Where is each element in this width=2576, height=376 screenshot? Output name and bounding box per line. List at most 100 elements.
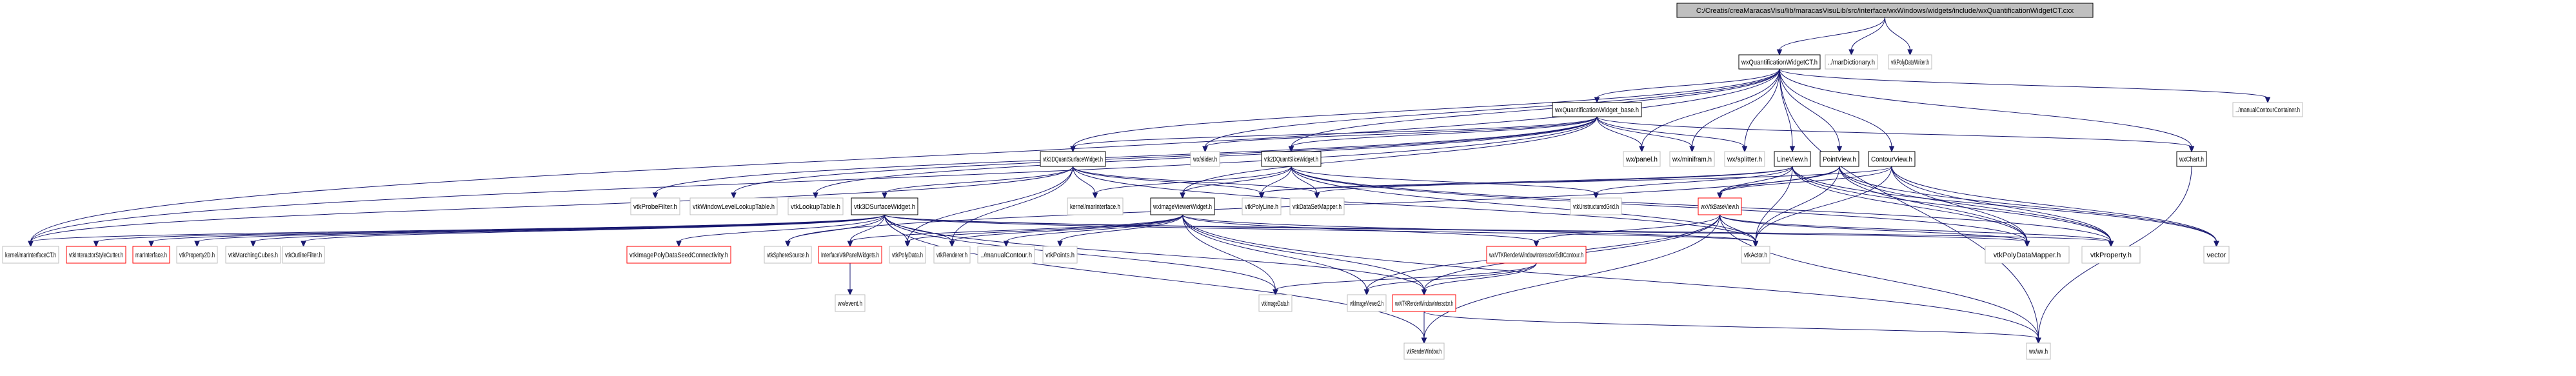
node-box[interactable] bbox=[2026, 342, 2051, 360]
node-v3dqsw[interactable]: vtk3DQuantSurfaceWidget.h bbox=[1040, 151, 1106, 167]
node-box[interactable] bbox=[1392, 294, 1456, 312]
node-vector[interactable]: vector bbox=[2203, 246, 2230, 264]
node-box[interactable] bbox=[933, 246, 971, 264]
node-wxpanel[interactable]: wx/panel.h bbox=[1623, 151, 1661, 167]
node-vtkprobe[interactable]: vtkProbeFilter.h bbox=[630, 197, 680, 215]
node-box[interactable] bbox=[977, 246, 1035, 264]
node-kmarintct[interactable]: kernel/marInterfaceCT.h bbox=[2, 246, 59, 264]
node-v3dsw[interactable]: vtk3DSurfaceWidget.h bbox=[851, 197, 918, 215]
node-contourview[interactable]: ContourView.h bbox=[1868, 151, 1916, 167]
node-box[interactable] bbox=[1570, 197, 1622, 215]
node-box[interactable] bbox=[282, 246, 325, 264]
node-box[interactable] bbox=[1669, 151, 1715, 167]
node-vtkren[interactable]: vtkRenderer.h bbox=[933, 246, 971, 264]
node-box[interactable] bbox=[1738, 54, 1821, 70]
node-vtkrw[interactable]: vtkRenderWindow.h bbox=[1403, 342, 1445, 360]
node-box[interactable] bbox=[1676, 3, 2094, 18]
node-box[interactable] bbox=[1150, 197, 1215, 215]
node-box[interactable] bbox=[225, 246, 281, 264]
node-v2dqsw[interactable]: vtk2DQuantSliceWidget.h bbox=[1261, 151, 1322, 167]
node-kmarint[interactable]: kernel/marInterface.h bbox=[1067, 197, 1124, 215]
node-box[interactable] bbox=[132, 246, 170, 264]
node-box[interactable] bbox=[818, 246, 882, 264]
node-box[interactable] bbox=[1242, 197, 1282, 215]
node-wxwx[interactable]: wx/wx.h bbox=[2026, 342, 2051, 360]
node-mcc[interactable]: ../manualContourContainer.h bbox=[2232, 102, 2303, 117]
node-vtkss[interactable]: vtkSphereSource.h bbox=[764, 246, 812, 264]
node-vtkpolyline[interactable]: vtkPolyLine.h bbox=[1242, 197, 1282, 215]
node-lineview[interactable]: LineView.h bbox=[1774, 151, 1811, 167]
node-box[interactable] bbox=[1819, 151, 1859, 167]
node-box[interactable] bbox=[626, 246, 731, 264]
node-box[interactable] bbox=[1042, 246, 1078, 264]
node-box[interactable] bbox=[1741, 246, 1770, 264]
node-box[interactable] bbox=[1623, 151, 1661, 167]
node-box[interactable] bbox=[1825, 54, 1878, 70]
node-box[interactable] bbox=[1774, 151, 1811, 167]
node-box[interactable] bbox=[2081, 246, 2141, 264]
node-vtkdsm[interactable]: vtkDataSetMapper.h bbox=[1289, 197, 1345, 215]
node-root[interactable]: C:/Creatis/creaMaracasVisu/lib/maracasVi… bbox=[1676, 3, 2094, 18]
node-wxslider[interactable]: wx/slider.h bbox=[1190, 151, 1220, 167]
node-box[interactable] bbox=[1486, 246, 1587, 264]
node-vtkactor[interactable]: vtkActor.h bbox=[1741, 246, 1770, 264]
node-box[interactable] bbox=[176, 246, 218, 264]
node-marint[interactable]: marInterface.h bbox=[132, 246, 170, 264]
node-box[interactable] bbox=[689, 197, 778, 215]
node-vtkpd[interactable]: vtkPolyData.h bbox=[889, 246, 926, 264]
node-box[interactable] bbox=[2203, 246, 2230, 264]
node-box[interactable] bbox=[1067, 197, 1124, 215]
node-box[interactable] bbox=[1698, 197, 1742, 215]
node-box[interactable] bbox=[2176, 151, 2207, 167]
node-box[interactable] bbox=[1985, 246, 2070, 264]
node-box[interactable] bbox=[1347, 294, 1387, 312]
node-vtkid[interactable]: vtkImageData.h bbox=[1258, 294, 1293, 312]
node-box[interactable] bbox=[764, 246, 812, 264]
node-box[interactable] bbox=[1289, 197, 1345, 215]
node-wxchart[interactable]: wxChart.h bbox=[2176, 151, 2207, 167]
node-wxivw[interactable]: wxImageViewerWidget.h bbox=[1150, 197, 1215, 215]
node-box[interactable] bbox=[1040, 151, 1106, 167]
node-box[interactable] bbox=[630, 197, 680, 215]
node-mardict[interactable]: ../marDictionary.h bbox=[1825, 54, 1878, 70]
node-box[interactable] bbox=[66, 246, 126, 264]
node-wxqwct[interactable]: wxQuantificationWidgetCT.h bbox=[1738, 54, 1821, 70]
node-box[interactable] bbox=[788, 197, 844, 215]
node-wxvrwi[interactable]: wxVTKRenderWindowInteractor.h bbox=[1392, 294, 1456, 312]
node-vtkug[interactable]: vtkUnstructuredGrid.h bbox=[1570, 197, 1622, 215]
node-vtkiv2[interactable]: vtkImageViewer2.h bbox=[1347, 294, 1387, 312]
node-ivpw[interactable]: InterfaceVtkPanelWidgets.h bbox=[818, 246, 882, 264]
node-box[interactable] bbox=[835, 294, 866, 312]
node-box[interactable] bbox=[1403, 342, 1445, 360]
node-box[interactable] bbox=[1552, 102, 1642, 117]
node-vtklut[interactable]: vtkLookupTable.h bbox=[788, 197, 844, 215]
node-box[interactable] bbox=[1868, 151, 1916, 167]
node-box[interactable] bbox=[2232, 102, 2303, 117]
node-box[interactable] bbox=[889, 246, 926, 264]
node-wxevent[interactable]: wx/event.h bbox=[835, 294, 866, 312]
node-box[interactable] bbox=[851, 197, 918, 215]
node-box[interactable] bbox=[1258, 294, 1293, 312]
node-box[interactable] bbox=[1190, 151, 1220, 167]
node-wxqwbase[interactable]: wxQuantificationWidget_base.h bbox=[1552, 102, 1642, 117]
node-wxsplitter[interactable]: wx/splitter.h bbox=[1724, 151, 1765, 167]
node-mc[interactable]: ../manualContour.h bbox=[977, 246, 1035, 264]
node-vtkpts[interactable]: vtkPoints.h bbox=[1042, 246, 1078, 264]
node-box[interactable] bbox=[1724, 151, 1765, 167]
node-vtkmc[interactable]: vtkMarchingCubes.h bbox=[225, 246, 281, 264]
node-vtkprop2d[interactable]: vtkProperty2D.h bbox=[176, 246, 218, 264]
node-vtkprop[interactable]: vtkProperty.h bbox=[2081, 246, 2141, 264]
node-vtkpdm[interactable]: vtkPolyDataMapper.h bbox=[1985, 246, 2070, 264]
node-pointview[interactable]: PointView.h bbox=[1819, 151, 1859, 167]
node-vtkpdw[interactable]: vtkPolyDataWriter.h bbox=[1888, 54, 1932, 70]
node-box[interactable] bbox=[1888, 54, 1932, 70]
node-wxminifram[interactable]: wx/minifram.h bbox=[1669, 151, 1715, 167]
node-vtkof[interactable]: vtkOutlineFilter.h bbox=[282, 246, 325, 264]
node-box[interactable] bbox=[1261, 151, 1322, 167]
node-vtkisc[interactable]: vtkInteractorStyleCutter.h bbox=[66, 246, 126, 264]
node-box[interactable] bbox=[2, 246, 59, 264]
node-wxvrwiec[interactable]: wxVTKRenderWindowInteractorEditContour.h bbox=[1486, 246, 1587, 264]
node-vtkipdsc[interactable]: vtkImagePolyDataSeedConnectivity.h bbox=[626, 246, 731, 264]
node-wxvbv[interactable]: wxVtkBaseView.h bbox=[1698, 197, 1742, 215]
node-vtkwllt[interactable]: vtkWindowLevelLookupTable.h bbox=[689, 197, 778, 215]
